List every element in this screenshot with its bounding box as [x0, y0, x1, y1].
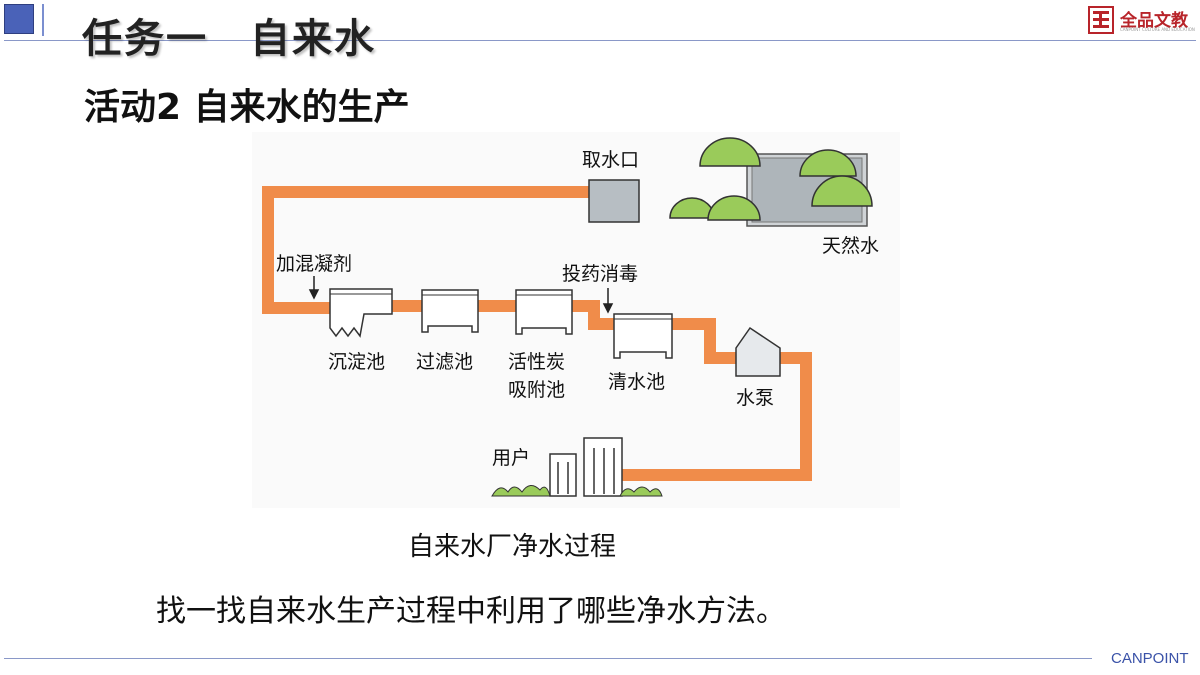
- label-disinfect: 投药消毒: [562, 263, 638, 285]
- label-carbon-line1: 活性炭: [508, 351, 565, 373]
- bottom-divider: [4, 658, 1092, 659]
- water-purification-diagram: 取水口 天然水 加混凝剂 沉淀池 过滤池 活性炭 吸附池 投药消毒 清水池 水泵…: [252, 132, 900, 508]
- label-intake: 取水口: [582, 149, 639, 171]
- sedimentation-tank-icon: [329, 288, 393, 338]
- intake-box: [588, 179, 640, 223]
- question-text: 找一找自来水生产过程中利用了哪些净水方法。: [156, 594, 786, 629]
- pump-house-icon: [735, 326, 781, 377]
- tree-icons: [669, 137, 873, 221]
- carbon-tank-icon: [515, 289, 573, 335]
- label-pump: 水泵: [736, 387, 774, 409]
- filter-tank-icon: [421, 289, 479, 333]
- label-clear-water: 清水池: [608, 371, 665, 393]
- logo-subtext: CANPOINT CULTURE AND EDUCATION: [1120, 27, 1195, 32]
- label-natural-water: 天然水: [822, 235, 879, 257]
- logo-seal-icon: [1088, 6, 1114, 34]
- buildings-icon: [549, 437, 623, 497]
- label-user: 用户: [492, 447, 530, 469]
- shrub-icons: [491, 485, 663, 497]
- brand-logo: 全品文教 CANPOINT CULTURE AND EDUCATION: [1088, 6, 1196, 36]
- page-subtitle: 活动2 自来水的生产: [84, 87, 410, 128]
- arrow-icons: [308, 276, 614, 314]
- clear-water-tank-icon: [613, 313, 673, 359]
- water-pipe: [262, 186, 812, 481]
- page-title: 任务一 自来水: [82, 16, 376, 62]
- label-sedimentation: 沉淀池: [328, 351, 385, 373]
- diagram-caption: 自来水厂净水过程: [408, 532, 617, 562]
- corner-square: [4, 4, 34, 34]
- label-carbon-line2: 吸附池: [508, 379, 565, 401]
- footer-brand: CANPOINT: [1111, 650, 1189, 667]
- label-filter: 过滤池: [416, 351, 473, 373]
- label-coagulant: 加混凝剂: [276, 253, 352, 275]
- top-divider: [4, 40, 1196, 41]
- logo-text: 全品文教: [1120, 11, 1188, 31]
- corner-bar: [42, 4, 44, 36]
